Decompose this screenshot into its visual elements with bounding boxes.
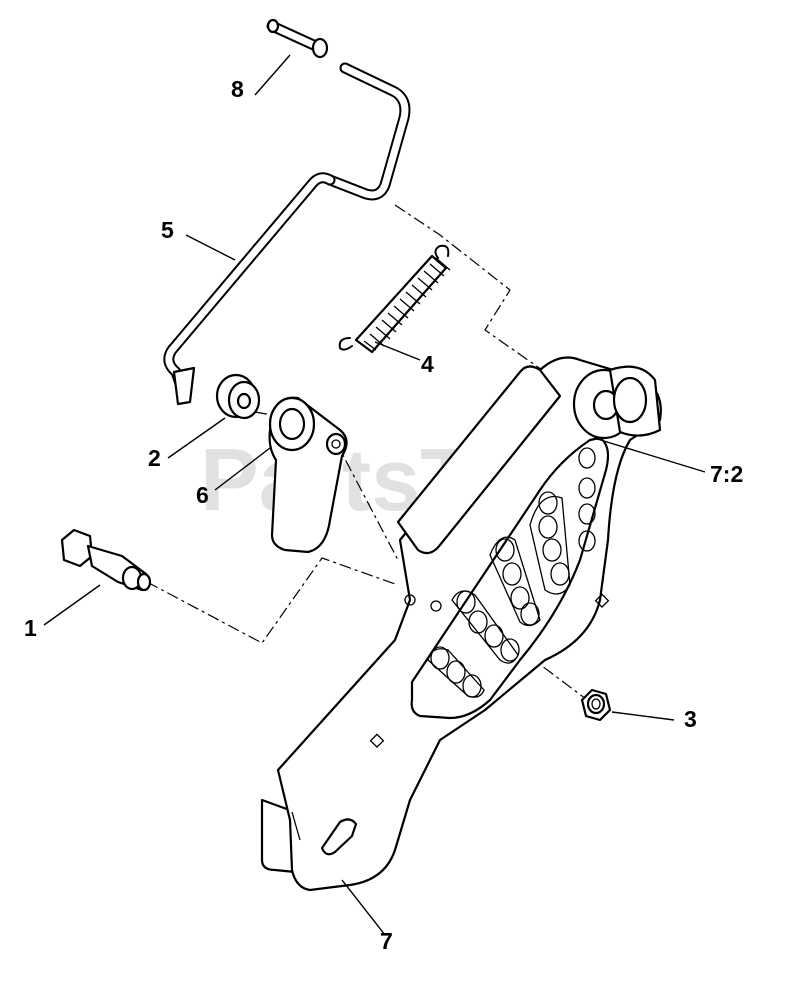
part-1-bolt [60,528,152,592]
callout-7-2: 7:2 [710,461,743,487]
part-8-rod [266,18,411,201]
part-6-lever [268,396,348,554]
part-3-nut [580,688,612,722]
callout-7: 7 [380,928,393,954]
callout-8: 8 [231,76,244,102]
adjustment-holes [427,447,596,698]
leader-lines [43,54,706,936]
part-2-bushing [215,373,261,420]
callout-3: 3 [684,706,697,732]
part-7-bracket [260,356,662,892]
callout-5: 5 [161,217,174,243]
callout-4: 4 [421,351,434,377]
callout-6: 6 [196,482,209,508]
part-5-link-rod [163,172,336,406]
callouts: 8 5 4 2 6 7:2 1 3 7 [24,76,743,954]
callout-1: 1 [24,615,37,641]
part-4-spring [338,244,451,354]
callout-2: 2 [148,445,161,471]
